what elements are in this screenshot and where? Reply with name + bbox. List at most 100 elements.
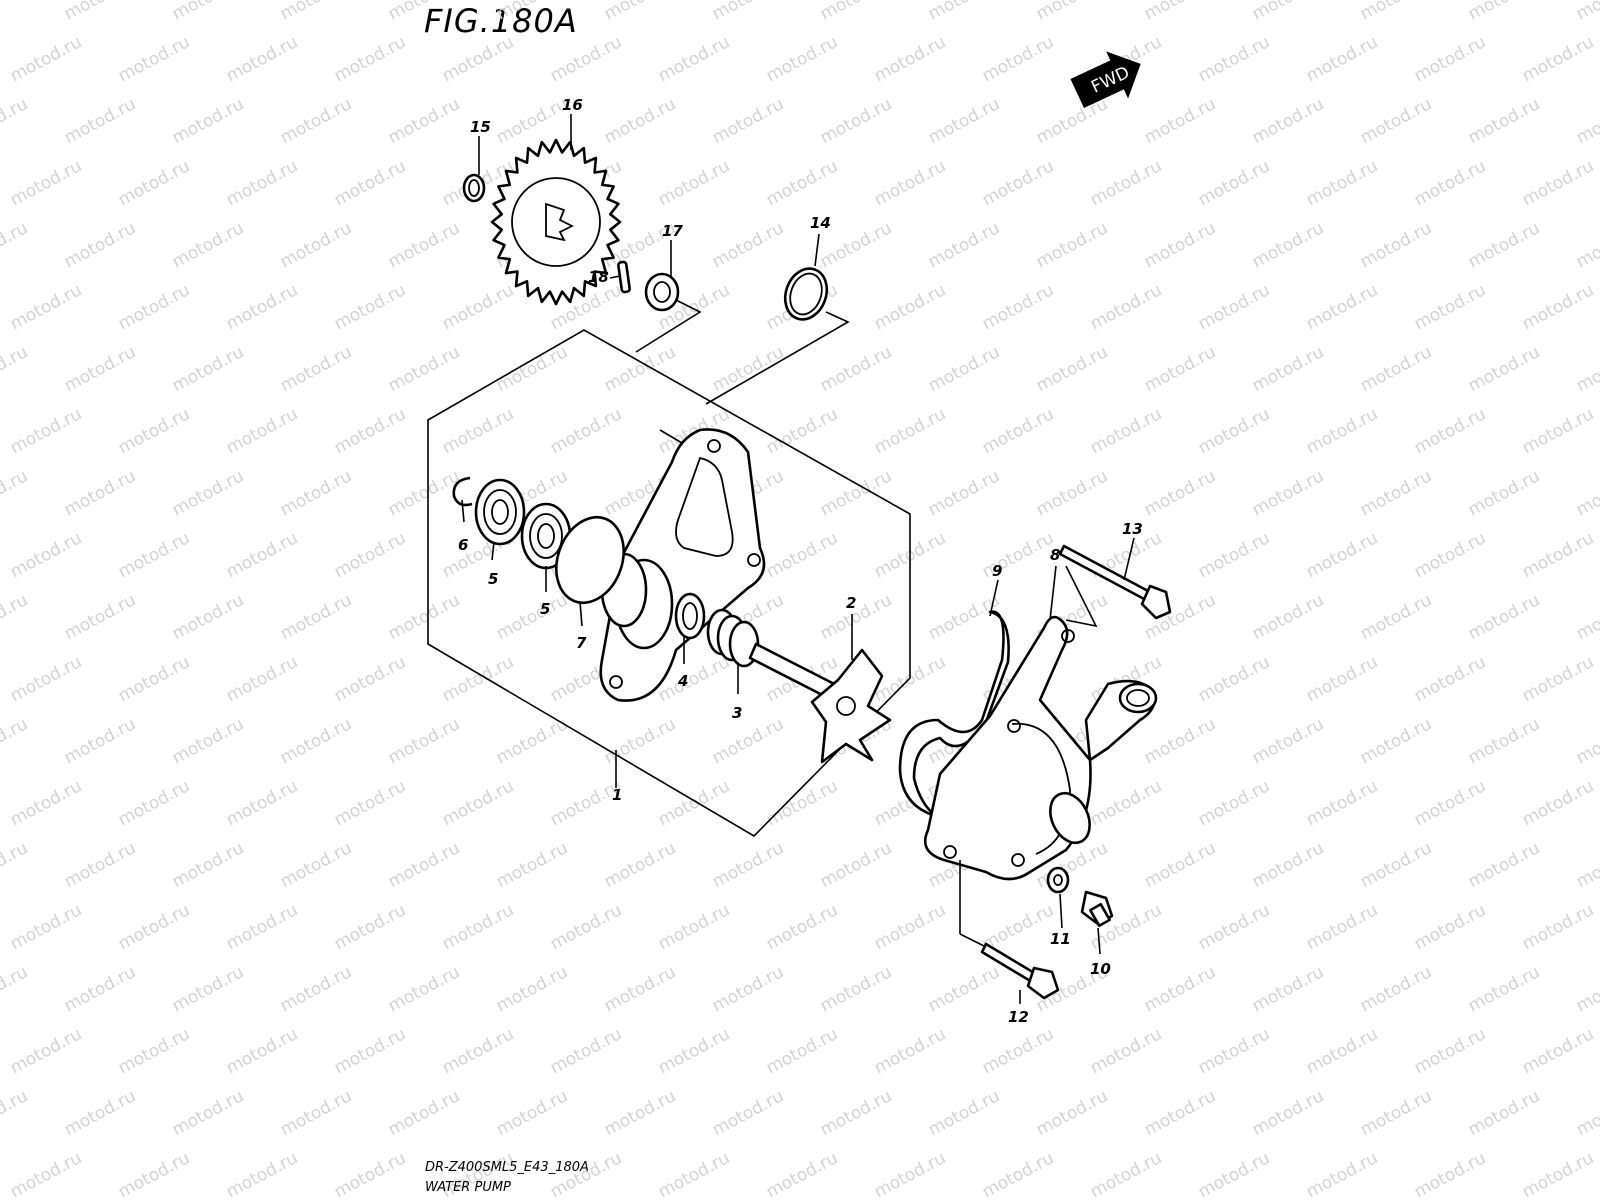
watermark-text: motod.ru <box>1411 900 1489 954</box>
watermark-text: motod.ru <box>817 962 895 1016</box>
assembly-leader-14 <box>705 311 850 405</box>
watermark-text: motod.ru <box>331 776 409 830</box>
assembly-group-outline <box>427 329 911 838</box>
callout-1: 1 <box>612 786 622 804</box>
watermark-text: motod.ru <box>223 280 301 334</box>
watermark-text: motod.ru <box>7 776 85 830</box>
watermark-text: motod.ru <box>1519 900 1597 954</box>
watermark-text: motod.ru <box>1303 404 1381 458</box>
watermark-text: motod.ru <box>817 342 895 396</box>
watermark-text: motod.ru <box>1087 776 1165 830</box>
watermark-text: motod.ru <box>223 652 301 706</box>
watermark-text: motod.ru <box>169 94 247 148</box>
watermark-text: motod.ru <box>1033 218 1111 272</box>
callout-11: 11 <box>1050 930 1071 948</box>
watermark-text: motod.ru <box>1303 156 1381 210</box>
watermark-text: motod.ru <box>61 94 139 148</box>
watermark-text: motod.ru <box>493 838 571 892</box>
watermark-text: motod.ru <box>1465 590 1543 644</box>
watermark-text: motod.ru <box>61 838 139 892</box>
watermark-text: motod.ru <box>385 1086 463 1140</box>
watermark-text: motod.ru <box>385 714 463 768</box>
watermark-text: motod.ru <box>1357 466 1435 520</box>
bearing-outer <box>474 478 526 546</box>
watermark-text: motod.ru <box>1249 1086 1327 1140</box>
watermark-text: motod.ru <box>277 94 355 148</box>
watermark-text: motod.ru <box>169 342 247 396</box>
watermark-text: motod.ru <box>1195 404 1273 458</box>
watermark-text: motod.ru <box>277 962 355 1016</box>
watermark-text: motod.ru <box>61 714 139 768</box>
watermark-text: motod.ru <box>1195 1024 1273 1078</box>
mechanical-seal <box>706 608 760 668</box>
watermark-text: motod.ru <box>1303 776 1381 830</box>
watermark-text: motod.ru <box>763 900 841 954</box>
watermark-text: motod.ru <box>61 342 139 396</box>
watermark-text: motod.ru <box>1465 218 1543 272</box>
watermark-text: motod.ru <box>1465 962 1543 1016</box>
watermark-text: motod.ru <box>1195 900 1273 954</box>
watermark-text: motod.ru <box>547 404 625 458</box>
watermark-text: motod.ru <box>1411 1148 1489 1200</box>
callout-4: 4 <box>677 672 688 690</box>
watermark-text: motod.ru <box>1573 94 1600 148</box>
callout-7: 7 <box>576 634 587 652</box>
watermark-text: motod.ru <box>1249 218 1327 272</box>
watermark-text: motod.ru <box>1519 652 1597 706</box>
watermark-text: motod.ru <box>1573 1086 1600 1140</box>
watermark-text: motod.ru <box>0 94 31 148</box>
watermark-text: motod.ru <box>7 280 85 334</box>
watermark-text: motod.ru <box>925 0 1003 24</box>
watermark-text: motod.ru <box>169 218 247 272</box>
watermark-text: motod.ru <box>817 0 895 24</box>
pump-cover <box>923 615 1158 881</box>
watermark-text: motod.ru <box>1357 962 1435 1016</box>
watermark-text: motod.ru <box>1411 652 1489 706</box>
watermark-text: motod.ru <box>1573 0 1600 24</box>
watermark-text: motod.ru <box>979 156 1057 210</box>
watermark-text: motod.ru <box>601 838 679 892</box>
watermark-text: motod.ru <box>1141 342 1219 396</box>
watermark-text: motod.ru <box>385 962 463 1016</box>
watermark-text: motod.ru <box>493 342 571 396</box>
watermark-text: motod.ru <box>925 94 1003 148</box>
watermark-text: motod.ru <box>709 1086 787 1140</box>
watermark-text: motod.ru <box>925 466 1003 520</box>
watermark-text: motod.ru <box>61 1086 139 1140</box>
watermark-text: motod.ru <box>1411 156 1489 210</box>
watermark-text: motod.ru <box>1141 714 1219 768</box>
watermark-text: motod.ru <box>223 156 301 210</box>
watermark-text: motod.ru <box>925 1086 1003 1140</box>
watermark-text: motod.ru <box>1249 466 1327 520</box>
watermark-text: motod.ru <box>1303 1024 1381 1078</box>
callout-9: 9 <box>992 562 1002 580</box>
watermark-text: motod.ru <box>763 156 841 210</box>
watermark-text: motod.ru <box>547 32 625 86</box>
leader-lines <box>461 114 1135 1004</box>
watermark-text: motod.ru <box>871 404 949 458</box>
watermark-text: motod.ru <box>1519 404 1597 458</box>
watermark-text: motod.ru <box>763 776 841 830</box>
watermark-text: motod.ru <box>331 1024 409 1078</box>
watermark-text: motod.ru <box>7 528 85 582</box>
watermark-text: motod.ru <box>1357 714 1435 768</box>
watermark-text: motod.ru <box>1033 1086 1111 1140</box>
callout-15: 15 <box>470 118 491 136</box>
watermark-text: motod.ru <box>61 590 139 644</box>
watermark-text: motod.ru <box>223 528 301 582</box>
fwd-direction-badge: FWD <box>1070 51 1141 109</box>
watermark-text: motod.ru <box>1087 404 1165 458</box>
watermark-text: motod.ru <box>1249 0 1327 24</box>
watermark-text: motod.ru <box>763 528 841 582</box>
watermark-text: motod.ru <box>1573 218 1600 272</box>
watermark-text: motod.ru <box>1465 94 1543 148</box>
watermark-text: motod.ru <box>1573 342 1600 396</box>
watermark-text: motod.ru <box>1249 714 1327 768</box>
watermark-text: motod.ru <box>331 280 409 334</box>
watermark-text: motod.ru <box>7 1148 85 1200</box>
callout-2: 2 <box>846 594 856 612</box>
watermark-text: motod.ru <box>7 652 85 706</box>
watermark-text: motod.ru <box>1519 280 1597 334</box>
oil-seal <box>674 592 706 640</box>
watermark-text: motod.ru <box>385 0 463 24</box>
